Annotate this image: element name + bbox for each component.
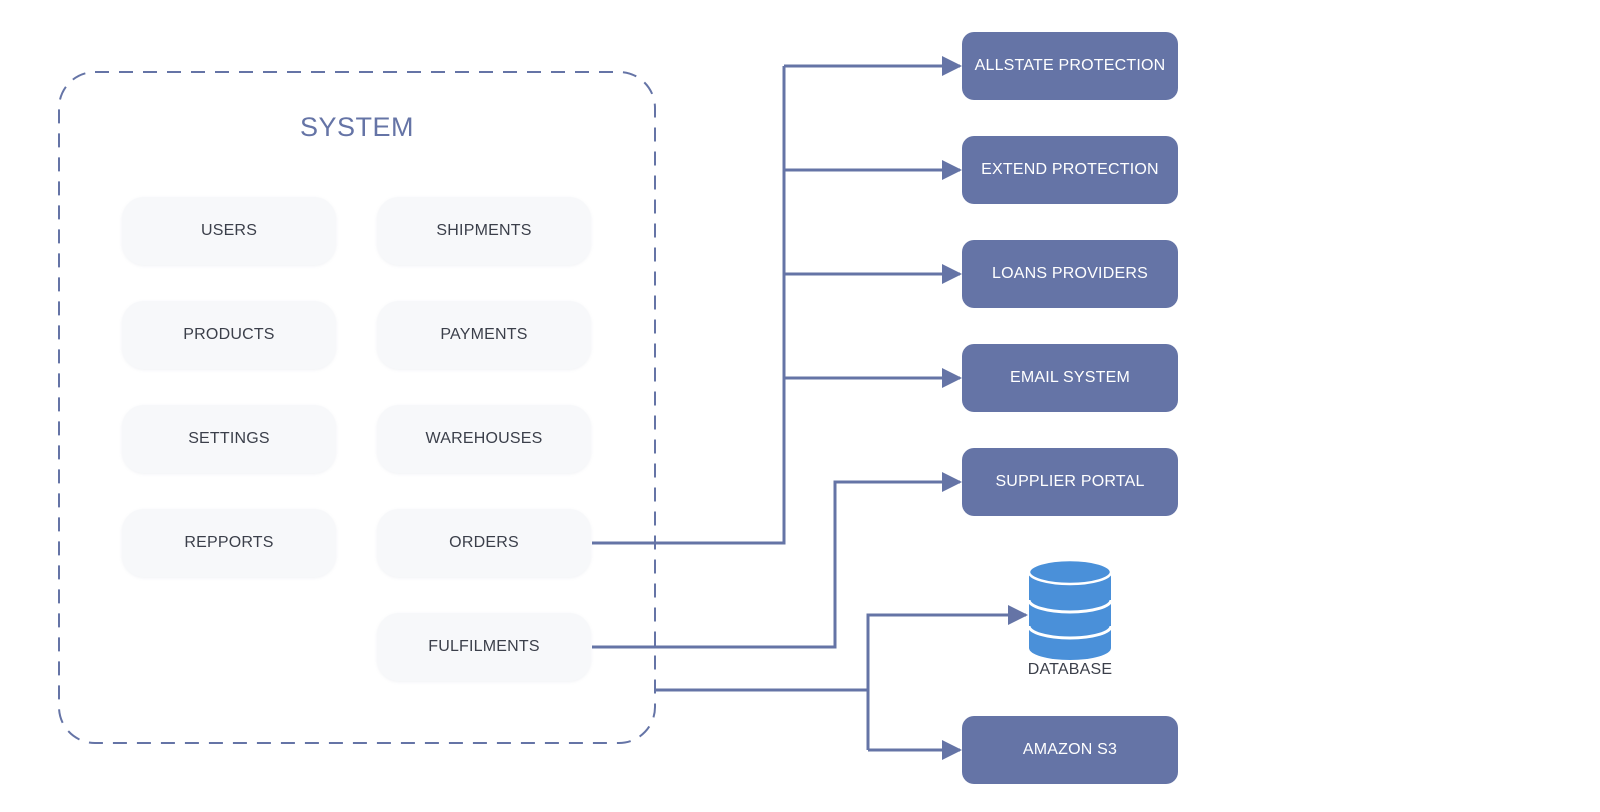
database-label: DATABASE	[1027, 661, 1113, 678]
service-allstate-protection[interactable]: ALLSTATE PROTECTION	[962, 32, 1178, 100]
orders-trunk	[592, 66, 786, 545]
system-title: SYSTEM	[299, 112, 415, 142]
module-users[interactable]: USERS	[122, 197, 336, 265]
service-extend-protection-label: EXTEND PROTECTION	[981, 161, 1159, 178]
service-extend-protection[interactable]: EXTEND PROTECTION	[962, 136, 1178, 204]
module-orders-label: ORDERS	[449, 534, 519, 551]
storage-connectors	[655, 605, 1028, 760]
service-loans-providers-label: LOANS PROVIDERS	[992, 265, 1148, 282]
service-amazon-s3-label: AMAZON S3	[1022, 741, 1118, 758]
module-payments[interactable]: PAYMENTS	[377, 301, 591, 369]
module-shipments-label: SHIPMENTS	[436, 222, 532, 239]
service-loans-providers[interactable]: LOANS PROVIDERS	[962, 240, 1178, 308]
connector-database	[866, 605, 1028, 750]
database-icon	[1027, 558, 1113, 660]
service-email-system[interactable]: EMAIL SYSTEM	[962, 344, 1178, 412]
service-amazon-s3[interactable]: AMAZON S3	[962, 716, 1178, 784]
module-payments-label: PAYMENTS	[440, 326, 528, 343]
service-allstate-protection-label: ALLSTATE PROTECTION	[974, 57, 1166, 74]
orders-connectors	[592, 56, 962, 545]
service-email-system-label: EMAIL SYSTEM	[1009, 369, 1131, 386]
module-users-label: USERS	[200, 222, 258, 239]
module-shipments[interactable]: SHIPMENTS	[377, 197, 591, 265]
connector-supplier-portal	[592, 472, 962, 649]
module-fulfilments[interactable]: FULFILMENTS	[377, 613, 591, 681]
module-orders[interactable]: ORDERS	[377, 509, 591, 577]
module-warehouses[interactable]: WAREHOUSES	[377, 405, 591, 473]
module-warehouses-label: WAREHOUSES	[425, 430, 543, 447]
module-settings[interactable]: SETTINGS	[122, 405, 336, 473]
module-repports-label: REPPORTS	[184, 534, 274, 551]
module-products-label: PRODUCTS	[183, 326, 275, 343]
module-repports[interactable]: REPPORTS	[122, 509, 336, 577]
module-settings-label: SETTINGS	[188, 430, 270, 447]
module-products[interactable]: PRODUCTS	[122, 301, 336, 369]
service-supplier-portal[interactable]: SUPPLIER PORTAL	[962, 448, 1178, 516]
module-fulfilments-label: FULFILMENTS	[428, 638, 540, 655]
service-supplier-portal-label: SUPPLIER PORTAL	[995, 473, 1145, 490]
system-boundary	[58, 71, 656, 744]
